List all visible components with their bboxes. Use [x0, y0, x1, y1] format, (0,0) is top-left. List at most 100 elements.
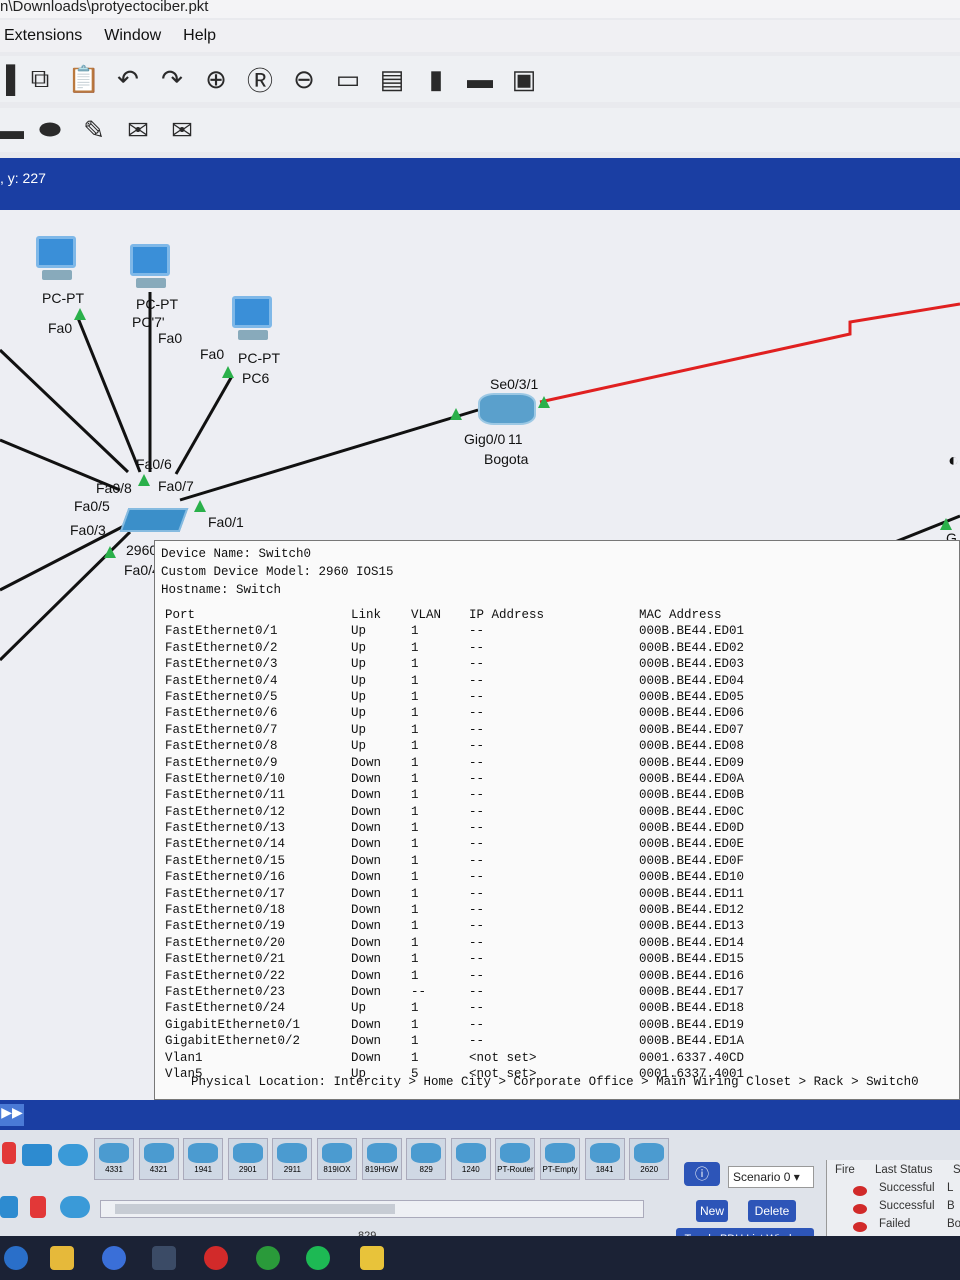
ip-cell: --: [469, 1001, 485, 1016]
port-cell: FastEthernet0/4: [165, 673, 278, 688]
undo-icon[interactable]: ↶: [117, 63, 139, 94]
pc-icon[interactable]: [126, 244, 176, 296]
zoom-in-icon[interactable]: ⊕: [205, 63, 227, 94]
vlan-cell: 1: [411, 870, 419, 885]
port-cell: FastEthernet0/13: [165, 821, 286, 836]
status-dot-icon: [853, 1222, 867, 1232]
link-up-icon: [74, 308, 86, 320]
device-name: Device Name: Switch0: [161, 547, 312, 561]
partial-icon[interactable]: ▐: [0, 63, 16, 94]
right-device-icon[interactable]: ◐: [948, 450, 959, 470]
mac-cell: 000B.BE44.ED0E: [639, 837, 745, 852]
window-title: n\Downloads\protyectociber.pkt: [0, 0, 960, 18]
link-left-2: [0, 438, 121, 492]
ellipse-tool-icon[interactable]: ⬬: [38, 114, 62, 144]
device-model-item[interactable]: 1941: [183, 1138, 224, 1180]
vlan-cell: 1: [411, 1050, 419, 1065]
device-model-item[interactable]: PT-Empty: [540, 1138, 580, 1180]
router-model-icon: [99, 1143, 129, 1163]
rectangle-icon[interactable]: ▭: [335, 63, 361, 94]
device-icon[interactable]: ▬: [467, 63, 493, 94]
delete-button[interactable]: Delete: [748, 1200, 796, 1222]
category-icon[interactable]: [0, 1196, 18, 1218]
vlan-cell: 1: [411, 804, 419, 819]
menu-window[interactable]: Window: [104, 27, 162, 44]
scenario-select[interactable]: Scenario 0 ▾: [728, 1166, 814, 1188]
category-icon[interactable]: [58, 1144, 88, 1166]
device-model-item[interactable]: 4321: [138, 1138, 179, 1180]
start-icon[interactable]: [4, 1246, 28, 1270]
ip-cell: --: [469, 821, 485, 836]
device-model-item[interactable]: 819HGW: [361, 1138, 402, 1180]
device-model-item[interactable]: 1841: [584, 1138, 625, 1180]
device-model-label: 4321: [149, 1165, 168, 1174]
email-icon[interactable]: ✉: [127, 114, 149, 145]
router-model-icon: [634, 1143, 665, 1163]
zoom-out-icon[interactable]: ⊖: [293, 63, 315, 94]
category-icon[interactable]: [22, 1144, 52, 1166]
open-email-icon[interactable]: ✉: [171, 114, 193, 145]
rectangle-tool-icon[interactable]: ▬: [0, 114, 24, 145]
link-cell: Up: [351, 722, 367, 737]
copy-icon[interactable]: ⧉: [30, 63, 50, 93]
col-last-status: Last Status: [875, 1164, 933, 1176]
device-model-item[interactable]: PT-Router: [495, 1138, 536, 1180]
link-left-3: [0, 524, 125, 592]
mac-cell: 000B.BE44.ED0D: [639, 821, 745, 836]
switch-icon[interactable]: [119, 508, 189, 532]
freeform-tool-icon[interactable]: ✎: [83, 114, 105, 145]
device-model-item[interactable]: 2911: [272, 1138, 313, 1180]
paste-icon[interactable]: 📋: [67, 63, 101, 94]
palette-icon[interactable]: ▤: [379, 63, 405, 94]
device-scrollbar[interactable]: [100, 1200, 644, 1218]
xbox-icon[interactable]: [256, 1246, 280, 1270]
browser-icon[interactable]: [102, 1246, 126, 1270]
realtime-bar: ▶▶: [0, 1100, 960, 1130]
vlan-cell: 1: [411, 788, 419, 803]
vlan-cell: 1: [411, 903, 419, 918]
sw-port-fa03: Fa0/3: [70, 522, 106, 538]
pc-icon[interactable]: [228, 296, 278, 348]
col-link: Link: [351, 608, 382, 622]
device-model-item[interactable]: 1240: [450, 1138, 491, 1180]
device-model-item[interactable]: 4331: [94, 1138, 134, 1180]
device-model-item[interactable]: 2901: [227, 1138, 268, 1180]
ip-cell: --: [469, 640, 485, 655]
port-cell: FastEthernet0/6: [165, 706, 278, 721]
zoom-reset-icon[interactable]: Ⓡ: [246, 65, 273, 96]
category-icon[interactable]: [30, 1196, 46, 1218]
device-model-item[interactable]: 2620: [629, 1138, 670, 1180]
packet-tracer-icon[interactable]: [360, 1246, 384, 1270]
new-button[interactable]: New: [696, 1200, 728, 1222]
ip-cell: --: [469, 886, 485, 901]
link-cell: Down: [351, 935, 382, 950]
router-icon[interactable]: [478, 393, 536, 425]
menu-extensions[interactable]: Extensions: [4, 27, 83, 44]
category-icon[interactable]: [2, 1142, 16, 1164]
menu-help[interactable]: Help: [183, 27, 217, 44]
vlan-cell: 1: [411, 624, 419, 639]
steam-icon[interactable]: [152, 1246, 176, 1270]
taskbar: [0, 1236, 960, 1280]
info-icon[interactable]: ⓘ: [684, 1162, 720, 1186]
category-icon[interactable]: [60, 1196, 90, 1218]
spotify-icon[interactable]: [306, 1246, 330, 1270]
ip-cell: --: [469, 1017, 485, 1032]
device-model-item[interactable]: 819IOX: [317, 1138, 357, 1180]
opera-icon[interactable]: [204, 1246, 228, 1270]
logical-workspace[interactable]: PC-PT Fa0 PC-PT PC'7' Fa0 Fa0 PC-PT PC6 …: [0, 210, 960, 1100]
fast-forward-icon[interactable]: ▶▶: [0, 1104, 24, 1126]
link-cell: Up: [351, 673, 367, 688]
list-icon[interactable]: ▮: [428, 63, 444, 94]
pc-icon[interactable]: [32, 236, 82, 288]
redo-icon[interactable]: ↷: [161, 63, 183, 94]
device-model-item[interactable]: 829: [406, 1138, 447, 1180]
file-explorer-icon[interactable]: [50, 1246, 74, 1270]
device-model-label: 819HGW: [365, 1165, 399, 1174]
image-icon[interactable]: ▣: [511, 63, 537, 94]
port-cell: FastEthernet0/19: [165, 919, 286, 934]
